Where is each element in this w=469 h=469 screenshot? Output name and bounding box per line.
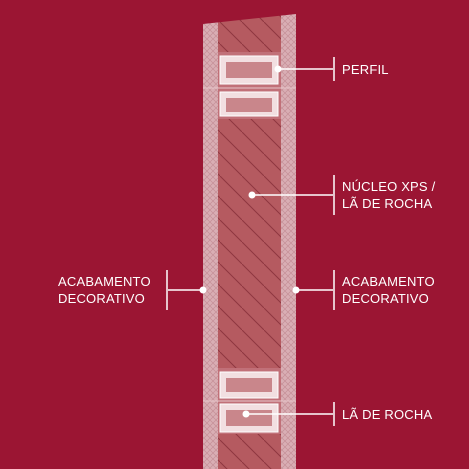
label-acabamento-right-line2: DECORATIVO xyxy=(342,291,429,306)
label-nucleo-line2: LÃ DE ROCHA xyxy=(342,196,433,211)
label-perfil-text: PERFIL xyxy=(342,62,389,77)
lower-profile xyxy=(203,368,296,434)
label-nucleo: NÚCLEO XPS / LÃ DE ROCHA xyxy=(342,178,435,212)
right-finish-layer xyxy=(281,14,296,469)
callout-nucleo xyxy=(248,191,333,199)
label-la-de-rocha-text: LÃ DE ROCHA xyxy=(342,407,433,422)
label-acabamento-left-line1: ACABAMENTO xyxy=(58,274,151,289)
upper-profile xyxy=(203,52,296,119)
wall-body xyxy=(203,14,296,469)
label-acabamento-right-line1: ACABAMENTO xyxy=(342,274,435,289)
callout-la-de-rocha xyxy=(242,410,333,418)
label-acabamento-left: ACABAMENTO DECORATIVO xyxy=(58,273,151,307)
callout-acabamento-left xyxy=(168,286,207,294)
label-la-de-rocha: LÃ DE ROCHA xyxy=(342,406,432,423)
label-nucleo-line1: NÚCLEO XPS / xyxy=(342,179,436,194)
label-perfil: PERFIL xyxy=(342,61,389,78)
label-bars xyxy=(166,57,335,426)
callout-acabamento-right xyxy=(292,286,333,294)
left-finish-layer xyxy=(203,14,218,469)
label-acabamento-right: ACABAMENTO DECORATIVO xyxy=(342,273,435,307)
label-acabamento-left-line2: DECORATIVO xyxy=(58,291,145,306)
callout-perfil xyxy=(274,65,333,73)
